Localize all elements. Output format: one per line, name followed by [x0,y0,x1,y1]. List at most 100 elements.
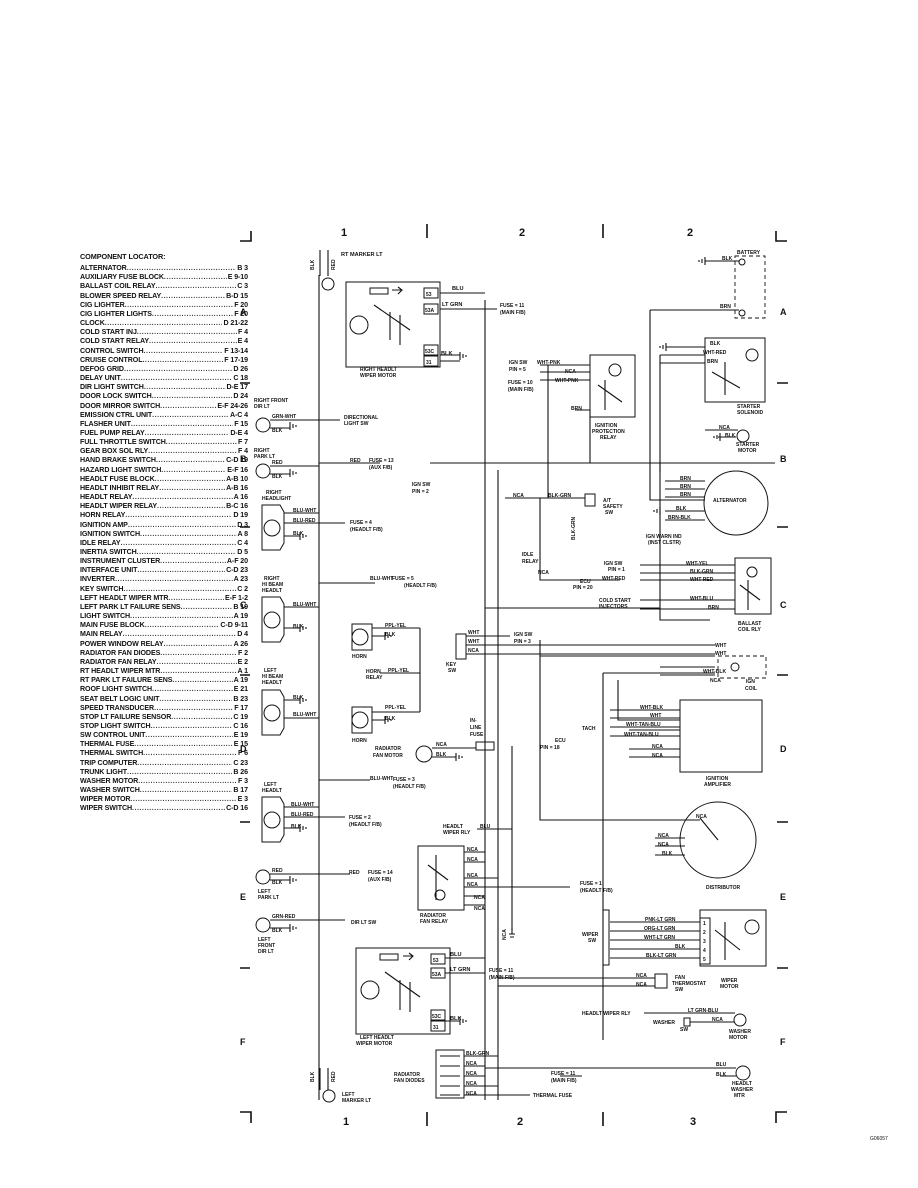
locator-item-name: POWER WINDOW RELAY [80,639,164,648]
row-d-left: D [240,744,247,754]
locator-item-ref: E 4 [237,337,248,346]
locator-item-ref: F 2 [238,648,248,657]
svg-text:BLK: BLK [272,428,283,434]
locator-item-name: STOP LIGHT SWITCH [80,721,151,730]
svg-text:FUSE = 11: FUSE = 11 [500,303,525,309]
locator-item: ALTERNATORB 3 [80,264,248,273]
svg-text:FAN RELAY: FAN RELAY [420,919,449,925]
rt-marker-lt: RT MARKER LT BLK RED [310,250,383,291]
svg-text:BLK: BLK [293,695,304,701]
svg-text:GRN-WHT: GRN-WHT [272,414,296,420]
alternator: BRN BRN BRN BLK BRN-BLK ALTERNATOR IGN W… [646,470,769,546]
locator-item-ref: D 21-22 [223,319,248,328]
svg-text:NCA: NCA [658,833,669,839]
svg-text:SOLENOID: SOLENOID [737,410,764,416]
locator-item-ref: D-E 4 [230,428,248,437]
svg-text:BRN: BRN [680,476,691,482]
svg-text:HEADLT WIPER RLY: HEADLT WIPER RLY [582,1011,631,1017]
locator-item: COLD START INJF 4 [80,328,248,337]
locator-item: SW CONTROL UNITE 19 [80,731,248,740]
svg-text:RELAY: RELAY [366,675,383,681]
trunk-wires [318,275,775,1100]
svg-text:IGN SW: IGN SW [509,360,528,366]
locator-item-name: ROOF LIGHT SWITCH [80,685,152,694]
horn-upper: PPL-YEL BLK HORN [351,623,420,660]
svg-text:HEADLIGHT: HEADLIGHT [262,496,291,502]
locator-item: IGNITION SWITCHA 8 [80,530,248,539]
svg-text:NCA: NCA [513,493,524,499]
svg-text:BATTERY: BATTERY [737,250,761,256]
frame-marks [240,224,788,1126]
row-e-right: E [780,892,786,902]
locator-item-ref: A 23 [233,575,248,584]
svg-text:PPL-YEL: PPL-YEL [385,623,406,629]
svg-text:WHT: WHT [468,630,479,636]
ac-safety-sw: IGN SW PIN = 2 NCA BLK-GRN A/T SAFETY SW… [412,482,623,581]
svg-text:(INST CLSTR): (INST CLSTR) [648,540,681,546]
svg-text:FUSE = 11: FUSE = 11 [551,1071,576,1077]
svg-text:RADIATOR: RADIATOR [394,1072,420,1078]
svg-text:MOTOR: MOTOR [720,984,739,990]
svg-text:BLK: BLK [272,880,283,886]
locator-item: GEAR BOX SOL RLYF 4 [80,447,248,456]
locator-item-name: BALLAST COIL RELAY [80,282,156,291]
svg-text:BLK-GRN: BLK-GRN [690,569,713,575]
locator-item: CIG LIGHTER LIGHTSF 20 [80,310,248,319]
right-park-lt: RIGHT PARK LT RED BLK RED FUSE = 13 (AUX… [254,448,394,480]
locator-item: IGNITION AMPD 3 [80,521,248,530]
locator-item-ref: E-F 24-26 [217,401,248,410]
svg-text:WHT: WHT [715,651,726,657]
svg-text:FAN MOTOR: FAN MOTOR [373,753,403,759]
svg-text:BLU-WHT: BLU-WHT [370,576,393,582]
svg-text:PIN = 2: PIN = 2 [412,489,429,495]
locator-item: RADIATOR FAN RELAYE 2 [80,658,248,667]
locator-item-ref: F 3 [238,776,248,785]
locator-item-ref: B-D 15 [226,291,248,300]
ground-symbols [289,257,721,1025]
svg-text:BLU: BLU [450,952,462,958]
svg-text:WHT-RED: WHT-RED [602,576,626,582]
svg-text:FUSE: FUSE [470,732,484,738]
grid-col-bottom-3: 3 [690,1116,696,1128]
locator-item: STOP LT FAILURE SENSORC 19 [80,713,248,722]
svg-text:DIR LT SW: DIR LT SW [351,920,376,926]
component-locator: COMPONENT LOCATOR: ALTERNATORB 3AUXILIAR… [80,252,248,814]
locator-item: SEAT BELT LOGIC UNITB 23 [80,695,248,704]
right-hibeam-headlt: RIGHT HI BEAM HEADLT BLU-WHT BLK BLU-WHT… [261,576,437,643]
row-c-left: C [240,600,247,610]
svg-text:BLK: BLK [293,624,304,630]
svg-text:PIN = 3: PIN = 3 [514,639,531,645]
locator-item-ref: B 19 [233,602,248,611]
svg-text:BLK: BLK [385,632,396,638]
locator-item-name: HAND BRAKE SWITCH [80,456,156,465]
fan-thermostat-sw: NCA NCA FAN THERMOSTAT SW [498,973,706,993]
locator-item: EMISSION CTRL UNITA-C 4 [80,411,248,420]
svg-text:IGNITION: IGNITION [706,776,729,782]
svg-text:BLK: BLK [675,944,686,950]
svg-text:LT GRN: LT GRN [450,967,470,973]
locator-item: HEADLT FUSE BLOCKA-B 10 [80,475,248,484]
locator-item: FULL THROTTLE SWITCHF 7 [80,438,248,447]
locator-item-name: MAIN FUSE BLOCK [80,621,145,630]
locator-item: WASHER SWITCHB 17 [80,786,248,795]
idle-relay: IDLE RELAY NCA ECU PIN = 20 [522,552,593,591]
locator-item-name: IDLE RELAY [80,538,121,547]
locator-item-name: INVERTER [80,575,116,584]
svg-text:NCA: NCA [466,1061,477,1067]
locator-item: TRIP COMPUTERC 23 [80,759,248,768]
svg-text:BLK: BLK [716,1072,727,1078]
svg-text:RIGHT: RIGHT [266,490,282,496]
locator-item-ref: A 8 [237,529,248,538]
svg-text:WHT: WHT [715,643,726,649]
svg-text:FUSE = 13: FUSE = 13 [369,458,394,464]
svg-text:HEADLT: HEADLT [262,788,282,794]
locator-title: COMPONENT LOCATOR: [80,252,166,261]
fuse-11-top: FUSE = 11 (MAIN F/B) [475,303,526,316]
locator-item-name: HEADLT RELAY [80,493,133,502]
locator-item: HORN RELAYD 19 [80,511,248,520]
row-d-right: D [780,744,787,754]
locator-item-ref: B-C 16 [226,502,248,511]
headlt-washer-mtr: BLU BLK HEADLT WASHER MTR [485,1062,753,1099]
svg-text:(HEADLT F/B): (HEADLT F/B) [404,583,437,589]
svg-text:RED: RED [272,868,283,874]
